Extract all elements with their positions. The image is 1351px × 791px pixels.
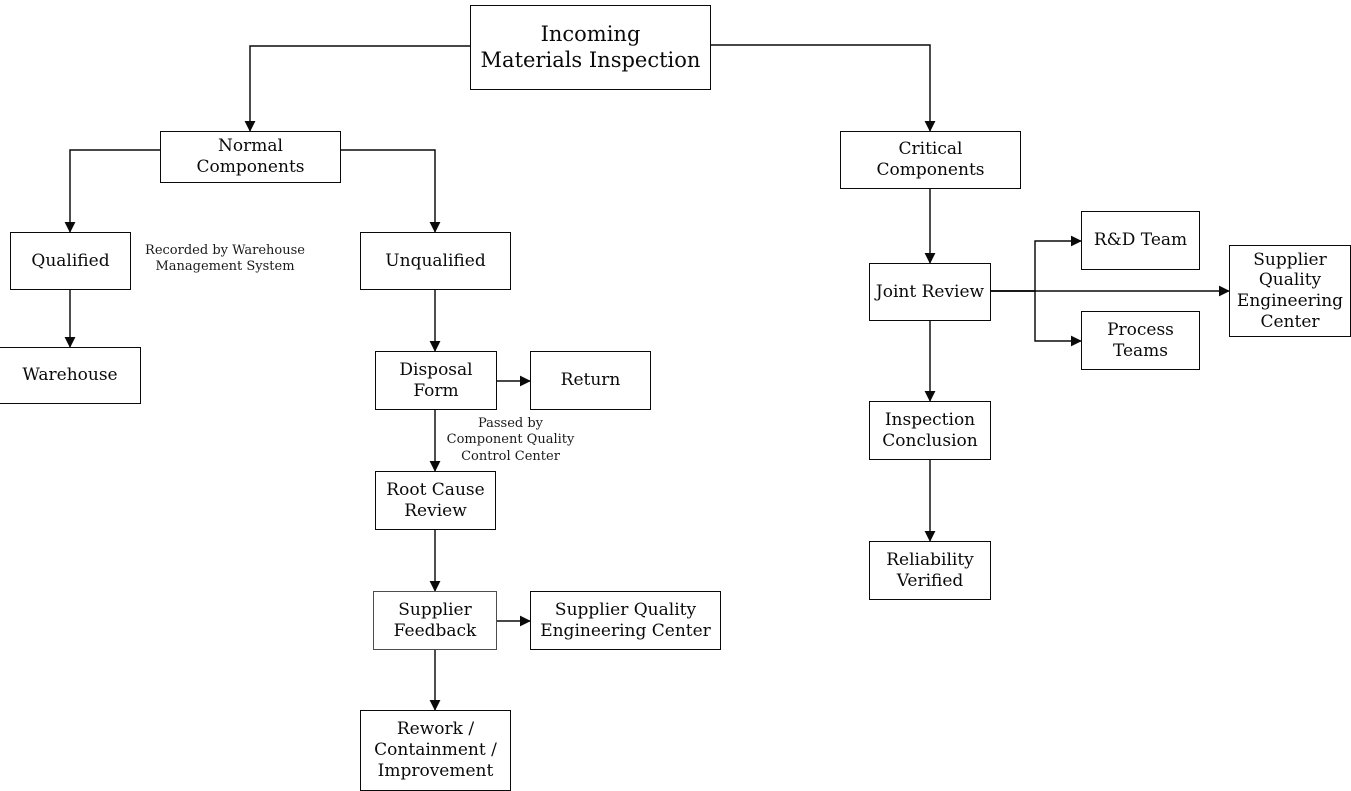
node-supplier-quality-engineering-center-middle[interactable]: Supplier Quality Engineering Center — [530, 591, 721, 650]
node-supplier-feedback[interactable]: Supplier Feedback — [373, 591, 497, 650]
edge-joint-to-rnd — [991, 235, 1082, 292]
node-inspection-conclusion[interactable]: Inspection Conclusion — [869, 401, 991, 460]
node-warehouse[interactable]: Warehouse — [0, 347, 141, 404]
node-critical-components[interactable]: Critical Components — [840, 131, 1021, 189]
node-unqualified[interactable]: Unqualified — [360, 232, 511, 290]
node-rnd-team[interactable]: R&D Team — [1081, 211, 1200, 270]
edge-incoming-to-critical — [711, 44, 936, 132]
edge-incoming-to-normal — [244, 45, 470, 132]
node-return[interactable]: Return — [530, 351, 651, 410]
node-incoming-materials-inspection[interactable]: Incoming Materials Inspection — [470, 5, 711, 90]
note-passed-by-component-quality-control-center: Passed by Component Quality Control Cent… — [446, 416, 575, 464]
node-qualified[interactable]: Qualified — [10, 232, 131, 290]
edge-joint-to-process — [991, 290, 1082, 347]
node-reliability-verified[interactable]: Reliability Verified — [869, 541, 991, 600]
node-process-teams[interactable]: Process Teams — [1081, 311, 1200, 370]
node-disposal-form[interactable]: Disposal Form — [375, 351, 497, 410]
node-normal-components[interactable]: Normal Components — [160, 131, 341, 183]
edge-normal-to-unqualified — [341, 149, 441, 233]
note-recorded-by-warehouse-management-system: Recorded by Warehouse Management System — [145, 243, 305, 275]
node-rework-containment-improvement[interactable]: Rework / Containment / Improvement — [360, 710, 511, 791]
node-root-cause-review[interactable]: Root Cause Review — [375, 471, 496, 530]
node-joint-review[interactable]: Joint Review — [869, 263, 991, 321]
node-supplier-quality-engineering-center-right[interactable]: Supplier Quality Engineering Center — [1229, 245, 1351, 337]
edge-normal-to-qualified — [64, 149, 160, 233]
